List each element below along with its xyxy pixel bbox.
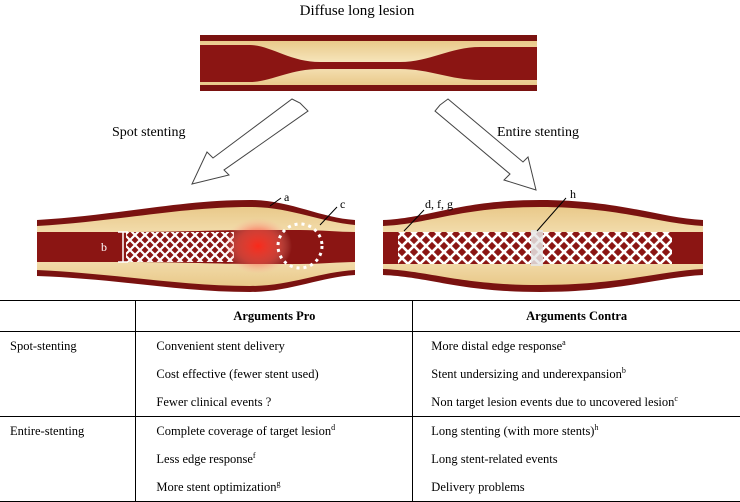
list-item: Non target lesion events due to uncovere… <box>431 393 678 409</box>
list-item: Convenient stent delivery <box>156 339 285 353</box>
marker-h: h <box>570 187 576 201</box>
entire-pro-cell: Complete coverage of target lesiond Less… <box>135 416 413 502</box>
spot-stenting-label: Spot stenting <box>112 125 186 140</box>
arguments-table: Arguments Pro Arguments Contra Spot-sten… <box>0 300 740 502</box>
list-item: Cost effective (fewer stent used) <box>156 367 319 381</box>
table-row-spot: Spot-stenting Convenient stent delivery … <box>0 331 740 417</box>
list-item: Delivery problems <box>431 480 525 494</box>
marker-b: b <box>101 240 107 254</box>
entire-stent-vessel <box>383 197 703 292</box>
row-label-spot-text: Spot-stenting <box>10 339 77 353</box>
list-item: More distal edge responsea <box>431 337 566 353</box>
list-item: Long stent-related events <box>431 452 558 466</box>
row-label-entire-text: Entire-stenting <box>10 424 85 438</box>
lesion-diagram: Diffuse long lesion Spot stenting Entire… <box>37 3 703 292</box>
list-item: Fewer clinical events ? <box>156 395 272 409</box>
list-item: Long stenting (with more stents)h <box>431 422 599 438</box>
arguments-table-wrapper: Arguments Pro Arguments Contra Spot-sten… <box>0 300 740 502</box>
spot-pro-cell: Convenient stent delivery Cost effective… <box>135 331 413 417</box>
marker-dfg: d, f, g <box>425 197 453 211</box>
marker-a: a <box>284 190 290 204</box>
list-item: Stent undersizing and underexpansionb <box>431 365 626 381</box>
entire-contra-cell: Long stenting (with more stents)h Long s… <box>412 416 740 502</box>
header-pro: Arguments Pro <box>135 300 413 332</box>
list-item: Complete coverage of target lesiond <box>156 422 336 438</box>
arrow-right <box>434 98 537 191</box>
header-empty <box>0 300 136 332</box>
marker-c: c <box>340 197 345 211</box>
header-contra: Arguments Contra <box>412 300 740 332</box>
entire-stenting-label: Entire stenting <box>497 125 579 140</box>
spot-stent-vessel <box>37 197 355 292</box>
table-header-row: Arguments Pro Arguments Contra <box>0 300 740 332</box>
spot-contra-cell: More distal edge responsea Stent undersi… <box>412 331 740 417</box>
diagram-title: Diffuse long lesion <box>300 3 415 19</box>
arrow-left <box>191 98 309 185</box>
list-item: Less edge responsef <box>156 450 256 466</box>
top-vessel <box>200 35 537 91</box>
row-label-entire: Entire-stenting <box>0 416 136 502</box>
list-item: More stent optimizationg <box>156 478 281 494</box>
table-row-entire: Entire-stenting Complete coverage of tar… <box>0 416 740 502</box>
row-label-spot: Spot-stenting <box>0 331 136 417</box>
